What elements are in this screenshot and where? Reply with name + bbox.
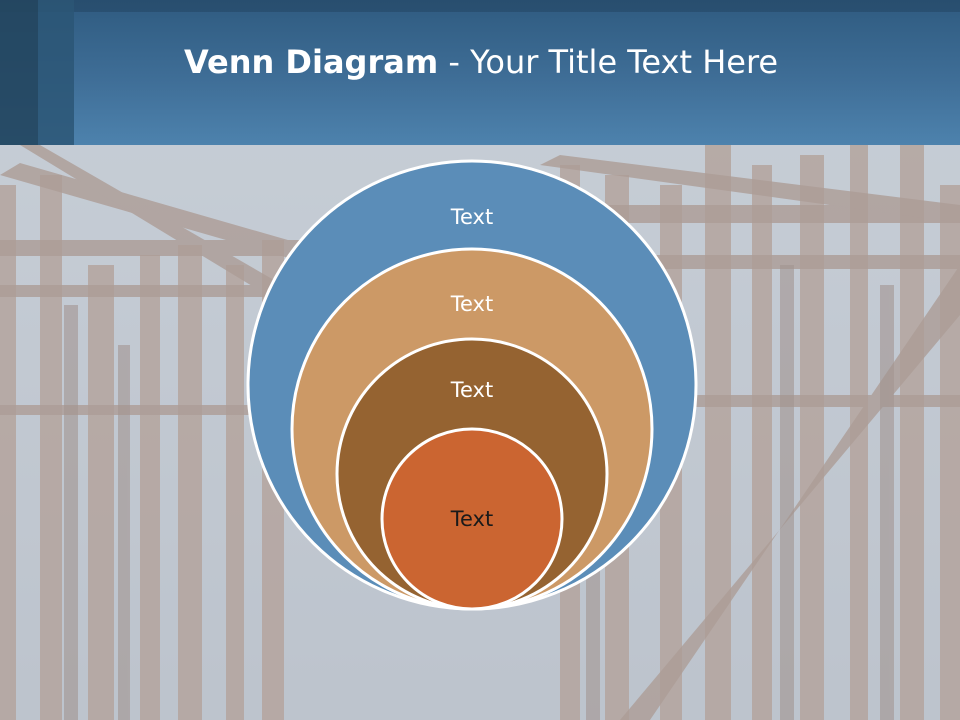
slide-title-bold: Venn Diagram (184, 43, 439, 81)
circle-inner: Text (380, 427, 564, 611)
circle-third-label: Text (450, 378, 493, 402)
header-accent-strip-dark (0, 0, 38, 145)
header-top-strip (0, 0, 960, 12)
circle-outer-label: Text (450, 205, 493, 229)
circle-inner-label: Text (450, 507, 493, 531)
header-accent-strip (38, 0, 74, 145)
circle-second-label: Text (450, 292, 493, 316)
title-bar: Venn Diagram - Your Title Text Here (0, 0, 960, 145)
slide-title: Venn Diagram - Your Title Text Here (184, 40, 778, 84)
slide-title-rest: - Your Title Text Here (438, 43, 779, 81)
